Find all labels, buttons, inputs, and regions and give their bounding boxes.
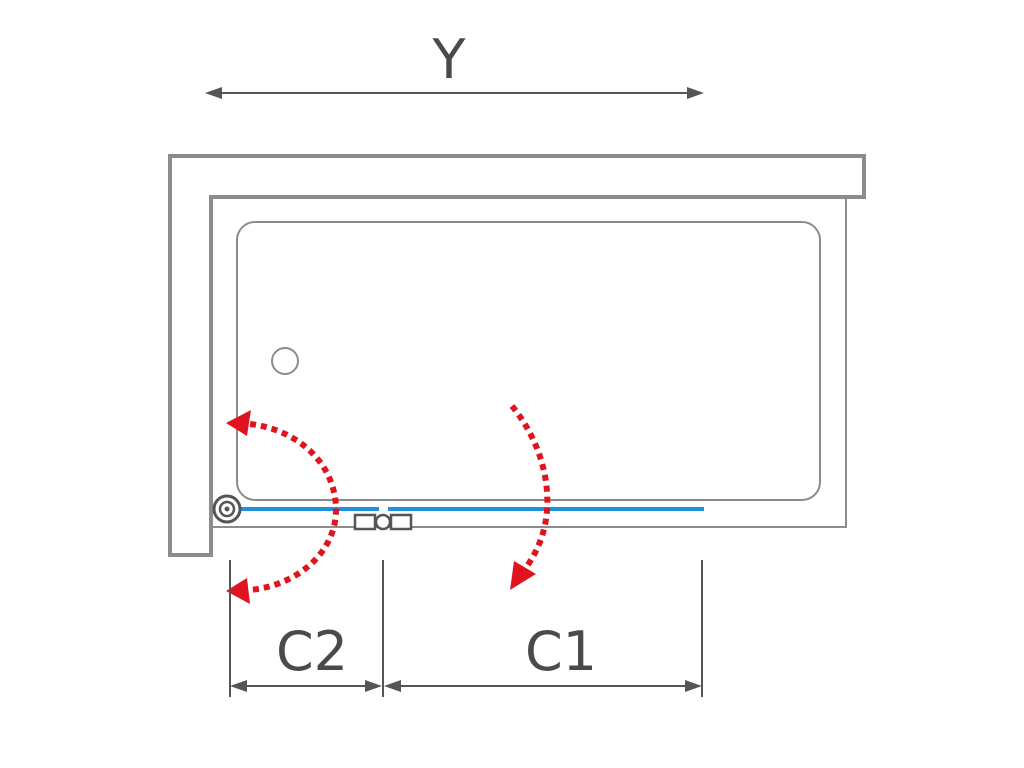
dimension-y: Y <box>205 28 704 99</box>
dimension-c2: C2 <box>230 620 382 692</box>
panel-hinge-icon <box>353 513 413 531</box>
dimension-c2-label: C2 <box>276 620 348 683</box>
bathtub-rim <box>211 196 847 528</box>
drain-icon <box>271 347 299 375</box>
dimension-y-left-arrowhead <box>205 87 222 99</box>
swing-arrow-c2 <box>226 410 340 604</box>
dimension-y-label: Y <box>432 28 467 91</box>
dimension-c1-label: C1 <box>525 620 597 683</box>
dimension-y-right-arrowhead <box>687 87 704 99</box>
dimension-c1: C1 <box>384 620 702 692</box>
bathtub-basin <box>236 221 821 501</box>
swing-arrowhead-inward <box>510 561 536 590</box>
swing-arrow-c1 <box>509 404 551 590</box>
swing-arrowhead-down <box>226 578 250 604</box>
wall-hinge-icon <box>212 494 242 524</box>
swing-arrowhead-up <box>226 410 251 436</box>
